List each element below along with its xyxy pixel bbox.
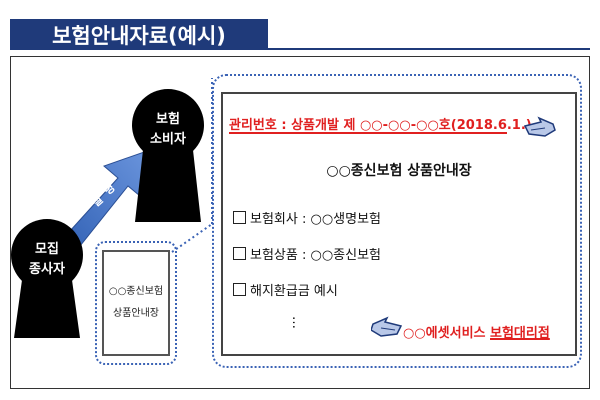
recruiter-figure bbox=[11, 219, 83, 338]
recruiter-label: 모집 종사자 bbox=[29, 242, 65, 277]
management-number: 관리번호 : 상품개발 제 ○○-○○-○○호(2018.6.1.) bbox=[229, 118, 532, 133]
insurance-agency: ○○에셋서비스 보험대리점 bbox=[403, 326, 550, 341]
small-brochure-line-2: 상품안내장 bbox=[113, 308, 159, 319]
consumer-label: 보험 소비자 bbox=[150, 112, 186, 147]
pointing-hand-icon bbox=[371, 316, 403, 337]
management-underline bbox=[229, 132, 507, 134]
consumer-figure bbox=[132, 89, 204, 222]
checkbox-icon bbox=[233, 283, 246, 296]
small-brochure-line-1: ○○종신보험 bbox=[108, 286, 164, 297]
brochure-item-product: 보험상품 : ○○종신보험 bbox=[233, 244, 381, 263]
brochure-sample: 관리번호 : 상품개발 제 ○○-○○-○○호(2018.6.1.) ○○종신보… bbox=[221, 92, 577, 356]
title-underline bbox=[268, 48, 590, 50]
more-items-ellipsis: … bbox=[289, 316, 304, 327]
connector-line bbox=[171, 223, 213, 253]
small-doc-dotted-frame bbox=[95, 241, 177, 365]
small-brochure: ○○종신보험 상품안내장 bbox=[102, 250, 170, 356]
checkbox-icon bbox=[233, 247, 246, 260]
brochure-title: ○○종신보험 상품안내장 bbox=[326, 163, 472, 179]
pointing-hand-icon bbox=[523, 116, 556, 137]
page-title: 보험안내자료(예시) bbox=[10, 19, 268, 50]
diagram-frame bbox=[10, 56, 590, 389]
brochure-dotted-frame bbox=[212, 74, 582, 368]
brochure-item-company: 보험회사 : ○○생명보험 bbox=[233, 208, 381, 227]
checkbox-icon bbox=[233, 211, 246, 224]
brochure-item-refund: 해지환급금 예시 bbox=[233, 280, 338, 299]
